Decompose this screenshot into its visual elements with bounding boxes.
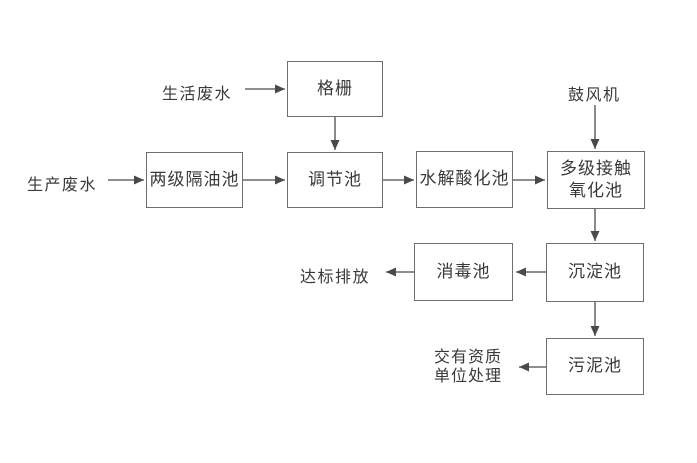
label-qualified-unit-disposal: 交有资质 单位处理 <box>434 349 503 385</box>
node-contact-oxidation-label: 多级接触氧化池 <box>560 158 632 200</box>
node-sedimentation-tank: 沉淀池 <box>546 243 644 302</box>
node-regulating-tank: 调节池 <box>287 152 383 208</box>
label-domestic-wastewater: 生活废水 <box>162 86 233 103</box>
node-disinfection-tank-label: 消毒池 <box>436 261 491 281</box>
label-production-wastewater: 生产废水 <box>27 177 98 194</box>
node-regulating-tank-label: 调节池 <box>308 169 362 189</box>
node-sludge-tank-label: 污泥池 <box>568 356 622 376</box>
node-hydrolysis-tank-label: 水解酸化池 <box>419 169 510 189</box>
node-oil-separator-label: 两级隔油池 <box>149 169 240 189</box>
node-multistage-contact-oxidation-tank: 多级接触氧化池 <box>547 151 645 209</box>
node-hydrolysis-acidification-tank: 水解酸化池 <box>416 151 513 208</box>
node-screen: 格栅 <box>287 61 383 117</box>
node-sludge-tank: 污泥池 <box>546 338 644 395</box>
node-disinfection-tank: 消毒池 <box>414 243 513 301</box>
node-sedimentation-tank-label: 沉淀池 <box>568 262 622 282</box>
label-blower: 鼓风机 <box>568 87 621 104</box>
label-standard-discharge: 达标排放 <box>300 269 371 286</box>
node-two-stage-oil-separator: 两级隔油池 <box>146 152 243 208</box>
node-screen-label: 格栅 <box>317 78 353 98</box>
